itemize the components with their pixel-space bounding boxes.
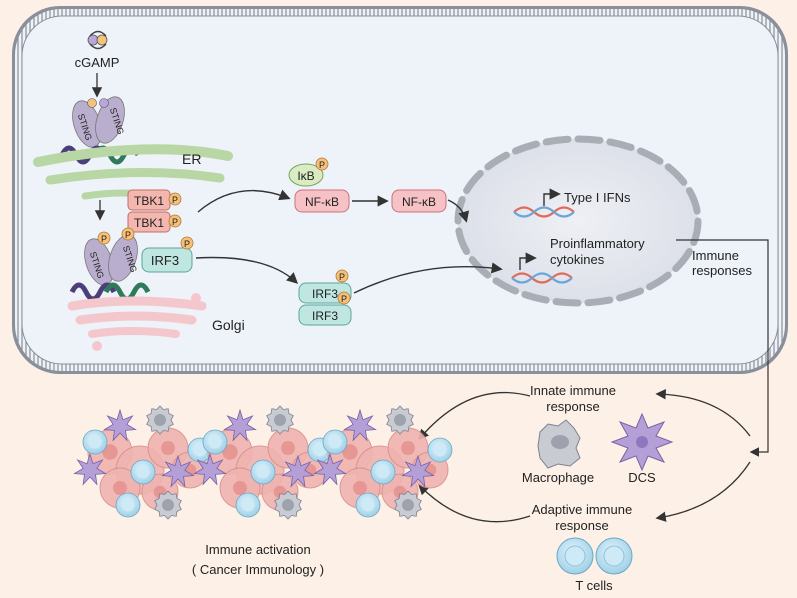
- p-label: P: [101, 234, 107, 244]
- tumor-nucleus: [102, 444, 118, 460]
- arrow-innate-to-activation: [418, 391, 531, 440]
- tumor-nucleus: [113, 481, 127, 495]
- immune-responses-label-2: responses: [692, 263, 752, 278]
- arrow-irf3-to-dimer: [195, 256, 299, 284]
- dendritic-cell: [281, 454, 315, 488]
- tumor-nucleus: [353, 481, 367, 495]
- golgi-apparatus: [67, 293, 207, 351]
- macrophage-nucleus: [402, 499, 414, 511]
- macrophage-nucleus: [162, 499, 174, 511]
- proinflammatory-label: Proinflammatory: [550, 236, 645, 251]
- dendritic-cell: [313, 452, 347, 486]
- nfkb-free: [391, 189, 447, 213]
- arrow-transcription-2: [519, 252, 537, 270]
- macrophage-nucleus: [154, 414, 166, 426]
- p-label: P: [125, 230, 131, 240]
- t-cell-nucleus: [241, 498, 255, 512]
- arrow-to-adaptive: [655, 461, 751, 522]
- tumor-nucleus: [161, 441, 175, 455]
- p-label: P: [172, 195, 178, 205]
- dendritic-cell: [73, 452, 107, 486]
- dendritic-cell: [161, 454, 195, 488]
- tbk1-label-1: TBK1: [134, 194, 164, 208]
- arrow-to-innate: [655, 389, 751, 437]
- p-label: P: [184, 239, 190, 249]
- dendritic-cell: [343, 408, 377, 442]
- cytokines-label: cytokines: [550, 252, 605, 267]
- tumor-nucleus: [222, 444, 238, 460]
- t-cell-nucleus: [433, 443, 447, 457]
- immune-responses-label-1: Immune: [692, 248, 739, 263]
- t-cells-label: T cells: [575, 578, 613, 593]
- dendritic-cell: [223, 408, 257, 442]
- dc-icon: [610, 412, 674, 472]
- tumor-nucleus: [342, 444, 358, 460]
- tumor-nucleus: [401, 441, 415, 455]
- t-cell-nucleus: [136, 465, 150, 479]
- tumor-nucleus: [281, 441, 295, 455]
- tumor-nucleus: [233, 481, 247, 495]
- phospho-badges-tbk1: [168, 192, 182, 228]
- golgi-label: Golgi: [212, 317, 245, 333]
- irf3-bound: [141, 236, 194, 273]
- dendritic-cell: [193, 452, 227, 486]
- cgamp-molecule: [87, 30, 108, 50]
- type1-ifns-label: Type I IFNs: [564, 190, 631, 205]
- t-cell-nucleus: [208, 435, 222, 449]
- t-cell-nucleus: [313, 443, 327, 457]
- macrophage-nucleus: [274, 414, 286, 426]
- t-cell-nucleus: [193, 443, 207, 457]
- macrophage-icon: [537, 419, 581, 469]
- dna-helix-2: [511, 272, 573, 284]
- t-cell-icon: [556, 537, 633, 575]
- innate-label-1: Innate immune: [530, 383, 616, 398]
- arrow-adaptive-to-activation: [418, 484, 531, 523]
- irf3-label: IRF3: [151, 253, 179, 268]
- ikb-nfkb-complex: [288, 157, 350, 213]
- dendritic-cell: [103, 408, 137, 442]
- cgamp-label: cGAMP: [75, 55, 120, 70]
- tbk1-label-2: TBK1: [134, 216, 164, 230]
- nfkb-label-2: NF-κB: [402, 195, 436, 209]
- t-cell-nucleus: [376, 465, 390, 479]
- p-label: P: [172, 217, 178, 227]
- ikb-label: IκB: [297, 169, 314, 183]
- dna-helix-1: [513, 206, 575, 218]
- arrow-irf3-to-nucleus: [353, 262, 503, 294]
- nucleus: [454, 135, 702, 307]
- irf3-dimer: [298, 269, 352, 326]
- arrow-nfkb-to-nucleus: [447, 199, 470, 223]
- adaptive-label-1: Adaptive immune: [532, 502, 632, 517]
- macrophage-nucleus: [282, 499, 294, 511]
- dcs-label: DCS: [628, 470, 656, 485]
- cancer-immunology-label: ( Cancer Immunology ): [192, 562, 324, 577]
- dendritic-cell: [401, 454, 435, 488]
- t-cell-nucleus: [328, 435, 342, 449]
- irf3-label-dimer-2: IRF3: [312, 309, 338, 323]
- t-cell-nucleus: [256, 465, 270, 479]
- t-cell-nucleus: [88, 435, 102, 449]
- arrow-immune-responses: [676, 239, 769, 457]
- arrow-tbk1-to-nfkb: [197, 189, 291, 213]
- p-label: P: [319, 160, 325, 170]
- tumor-microenvironment: [73, 405, 453, 520]
- p-label: P: [339, 272, 345, 282]
- arrow-transcription-1: [543, 188, 561, 206]
- immune-activation-label: Immune activation: [205, 542, 311, 557]
- er-label: ER: [182, 151, 201, 167]
- nfkb-label-1: NF-κB: [305, 195, 339, 209]
- p-label: P: [341, 294, 347, 304]
- t-cell-nucleus: [121, 498, 135, 512]
- adaptive-label-2: response: [555, 518, 608, 533]
- macrophage-label: Macrophage: [522, 470, 594, 485]
- macrophage-nucleus: [394, 414, 406, 426]
- t-cell-nucleus: [361, 498, 375, 512]
- irf3-label-dimer-1: IRF3: [312, 287, 338, 301]
- innate-label-2: response: [546, 399, 599, 414]
